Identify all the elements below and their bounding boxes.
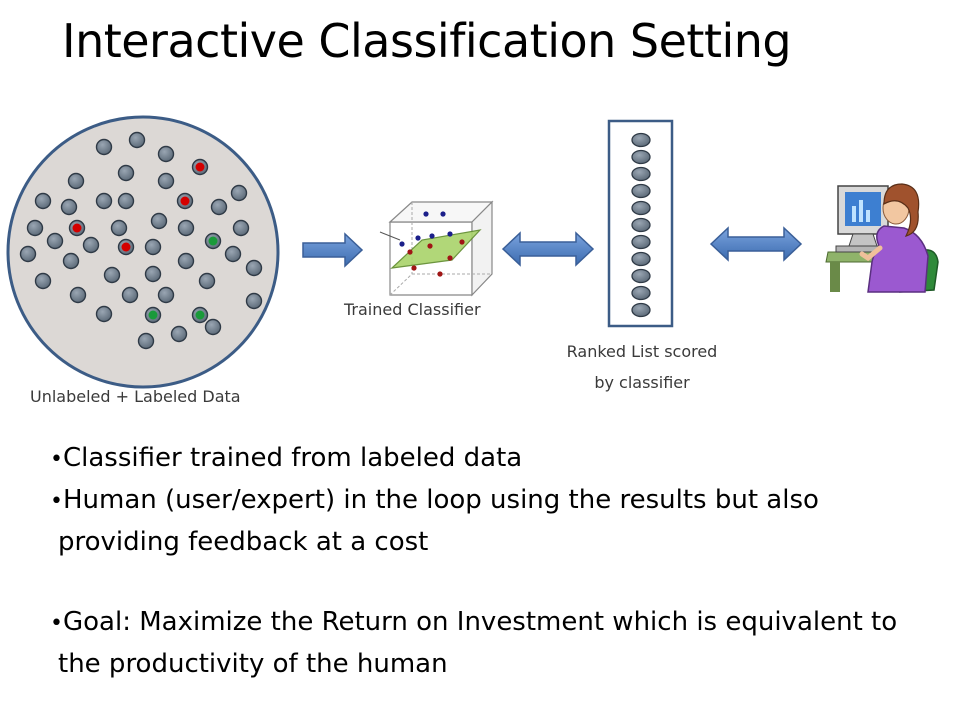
bullet-icon: • — [50, 489, 63, 514]
unlabeled-point — [60, 198, 78, 216]
unlabeled-point — [69, 286, 87, 304]
unlabeled-point — [177, 219, 195, 237]
unlabeled-point — [230, 184, 248, 202]
unlabeled-point — [157, 286, 175, 304]
unlabeled-point — [245, 259, 263, 277]
unlabeled-point — [67, 172, 85, 190]
double-arrow-icon — [709, 226, 803, 262]
unlabeled-point — [204, 318, 222, 336]
unlabeled-point — [19, 245, 37, 263]
bullet-item: •Classifier trained from labeled data — [50, 443, 523, 473]
unlabeled-point — [157, 145, 175, 163]
slide-title: Interactive Classification Setting — [62, 14, 792, 68]
unlabeled-point — [34, 272, 52, 290]
unlabeled-point — [177, 252, 195, 270]
unlabeled-point — [245, 292, 263, 310]
arrow-right-icon — [302, 232, 364, 268]
positive-labeled-point — [68, 219, 86, 237]
ranked-item — [631, 132, 651, 148]
cube-classifier-icon — [379, 200, 494, 297]
unlabeled-point — [95, 138, 113, 156]
unlabeled-point — [224, 245, 242, 263]
ranked-item — [631, 268, 651, 284]
ranked-items — [631, 132, 651, 318]
ranked-item — [631, 183, 651, 199]
bullet-item: •Human (user/expert) in the loop using t… — [50, 485, 819, 557]
ranked-list-label-line2: by classifier — [594, 373, 690, 392]
ranked-item — [631, 251, 651, 267]
unlabeled-point — [34, 192, 52, 210]
unlabeled-point — [26, 219, 44, 237]
unlabeled-point — [232, 219, 250, 237]
unlabeled-point — [128, 131, 146, 149]
unlabeled-point — [121, 286, 139, 304]
unlabeled-point — [170, 325, 188, 343]
positive-labeled-point — [117, 238, 135, 256]
unlabeled-point — [150, 212, 168, 230]
unlabeled-point — [210, 198, 228, 216]
unlabeled-point — [157, 172, 175, 190]
unlabeled-point — [95, 305, 113, 323]
negative-labeled-point — [144, 306, 162, 324]
unlabeled-point — [117, 164, 135, 182]
double-arrow-icon — [501, 231, 595, 267]
unlabeled-point — [198, 272, 216, 290]
data-pool-label: Unlabeled + Labeled Data — [30, 387, 241, 406]
ranked-item — [631, 285, 651, 301]
unlabeled-point — [95, 192, 113, 210]
unlabeled-point — [144, 238, 162, 256]
bullet-icon: • — [50, 447, 63, 472]
ranked-list-label-line1: Ranked List scored — [567, 342, 718, 361]
unlabeled-point — [62, 252, 80, 270]
bullet-icon: • — [50, 611, 63, 636]
unlabeled-point — [110, 219, 128, 237]
data-pool — [6, 115, 280, 389]
negative-labeled-point — [204, 232, 222, 250]
bullet-list: •Classifier trained from labeled data •H… — [50, 438, 930, 684]
positive-labeled-point — [191, 158, 209, 176]
ranked-list — [607, 119, 674, 328]
ranked-item — [631, 302, 651, 318]
unlabeled-point — [137, 332, 155, 350]
classifier-label: Trained Classifier — [343, 300, 481, 319]
ranked-item — [631, 217, 651, 233]
unlabeled-point — [144, 265, 162, 283]
ranked-item — [631, 200, 651, 216]
positive-labeled-point — [176, 192, 194, 210]
person-at-computer-icon — [825, 183, 939, 293]
unlabeled-point — [82, 236, 100, 254]
ranked-item — [631, 166, 651, 182]
ranked-item — [631, 234, 651, 250]
ranked-item — [631, 149, 651, 165]
unlabeled-point — [46, 232, 64, 250]
unlabeled-point — [103, 266, 121, 284]
unlabeled-point — [117, 192, 135, 210]
bullet-item: •Goal: Maximize the Return on Investment… — [50, 607, 898, 679]
negative-labeled-point — [191, 306, 209, 324]
data-points — [19, 131, 263, 350]
classification-diagram: Unlabeled + Labeled Data Trained Classif… — [6, 115, 939, 406]
